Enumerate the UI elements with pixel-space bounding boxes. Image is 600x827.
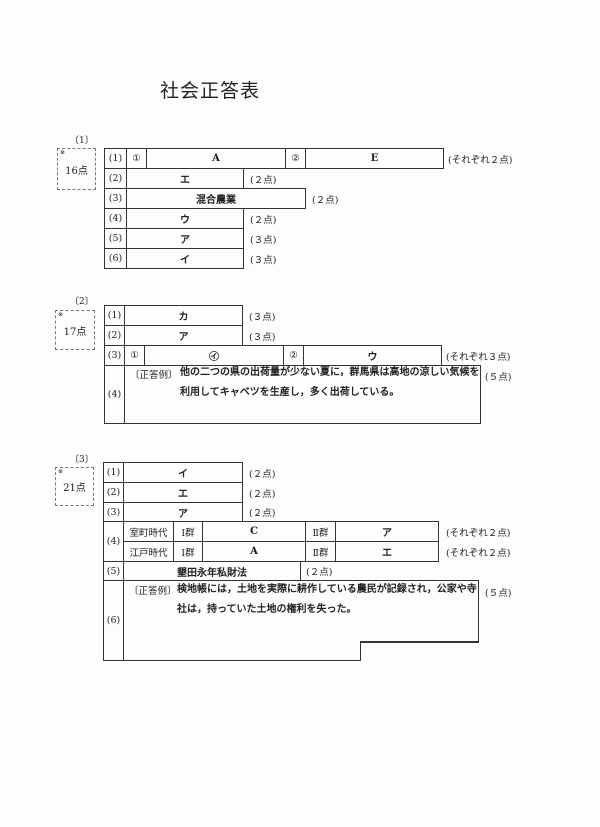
q-number: (2) <box>104 325 125 346</box>
q-number: (6) <box>103 580 124 661</box>
answer-cell: A <box>202 541 306 562</box>
points-label: (それぞれ２点) <box>446 548 511 559</box>
q-number: (2) <box>104 168 127 189</box>
sub-number: ① <box>126 148 147 169</box>
points-label: (２点) <box>249 469 276 480</box>
q-number: (4) <box>104 365 125 424</box>
q-number: (2) <box>103 482 124 503</box>
section-1-score: 16点 <box>65 165 88 177</box>
points-label: (２点) <box>312 195 339 206</box>
group-label: Ⅱ群 <box>305 541 336 562</box>
q-number: (4) <box>104 208 127 229</box>
answer-cell: カ <box>124 305 243 326</box>
points-label: (それぞれ２点) <box>448 155 513 166</box>
answer-cell: エ <box>126 168 244 189</box>
section-1-score-box: ※ 16点 <box>57 148 96 190</box>
points-label: (３点) <box>250 255 277 266</box>
score-mark: ※ <box>60 149 66 156</box>
q-number: (1) <box>103 462 124 483</box>
answer-box-upper <box>123 580 479 642</box>
q-number: (4) <box>103 521 124 562</box>
points-label: (２点) <box>250 215 277 226</box>
group-label: Ⅱ群 <box>305 521 336 542</box>
answer-cell: エ <box>335 541 439 562</box>
points-label: (３点) <box>249 332 276 343</box>
group-label: Ⅰ群 <box>173 521 203 542</box>
section-1-label: 〔1〕 <box>70 136 94 146</box>
score-mark: ※ <box>58 468 64 475</box>
q-number: (3) <box>104 345 125 366</box>
section-2-score-box: ※ 17点 <box>55 310 95 350</box>
section-3-score: 21点 <box>63 483 86 494</box>
q-number: (6) <box>104 248 127 269</box>
page-title: 社会正答表 <box>160 80 261 102</box>
points-label: (それぞれ３点) <box>446 352 511 363</box>
answer-line-1: 検地帳には，土地を実際に耕作している農民が記録され，公家や寺 <box>177 584 477 595</box>
section-2-score: 17点 <box>63 326 87 338</box>
answer-cell: C <box>202 521 306 542</box>
points-label: (２点) <box>250 175 277 186</box>
points-label: (５点) <box>485 588 512 599</box>
group-label: Ⅰ群 <box>173 541 203 562</box>
answer-box-lower <box>123 641 361 661</box>
period-label: 室町時代 <box>123 521 174 542</box>
answer-cell: ア <box>126 228 244 249</box>
model-answer-label: 〔正答例〕 <box>130 370 178 381</box>
score-mark: ※ <box>58 311 64 318</box>
q-number: (5) <box>103 561 124 581</box>
answer-box-notch-line <box>360 641 479 643</box>
answer-cell: イ <box>126 248 244 269</box>
points-label: (２点) <box>249 489 276 500</box>
answer-cell: ア <box>335 521 439 542</box>
answer-cell: ア <box>124 325 243 346</box>
answer-cell: ア <box>123 502 243 522</box>
points-label: (３点) <box>250 235 277 246</box>
q-number: (3) <box>104 188 127 209</box>
points-label: (それぞれ２点) <box>446 528 511 539</box>
answer-cell: ウ <box>126 208 244 229</box>
q-number: (1) <box>104 305 125 326</box>
model-answer-label: 〔正答例〕 <box>129 586 177 597</box>
answer-box <box>124 365 481 424</box>
points-label: (２点) <box>306 567 333 578</box>
sub-number: ② <box>285 148 306 169</box>
section-3-score-box: ※ 21点 <box>55 467 94 506</box>
points-label: (２点) <box>249 508 276 519</box>
points-label: (３点) <box>249 312 276 323</box>
q-number: (1) <box>104 148 127 169</box>
answer-line-1: 他の二つの県の出荷量が少ない夏に，群馬県は高地の涼しい気候を <box>180 367 480 378</box>
q-number: (3) <box>103 502 124 522</box>
answer-cell: イ <box>123 462 243 483</box>
answer-line-2: 社は，持っていた土地の権利を失った。 <box>177 604 357 615</box>
answer-cell: 混合農業 <box>126 188 306 209</box>
sub-number: ① <box>124 345 145 366</box>
answer-cell: E <box>305 148 444 169</box>
period-label: 江戸時代 <box>123 541 174 562</box>
answer-cell: A <box>146 148 286 169</box>
points-label: (５点) <box>485 372 512 383</box>
answer-cell: エ <box>123 482 243 503</box>
section-2-label: 〔2〕 <box>70 297 94 307</box>
answer-line-2: 利用してキャベツを生産し，多く出荷している。 <box>180 387 400 398</box>
section-3-label: 〔3〕 <box>70 455 94 465</box>
q-number: (5) <box>104 228 127 249</box>
